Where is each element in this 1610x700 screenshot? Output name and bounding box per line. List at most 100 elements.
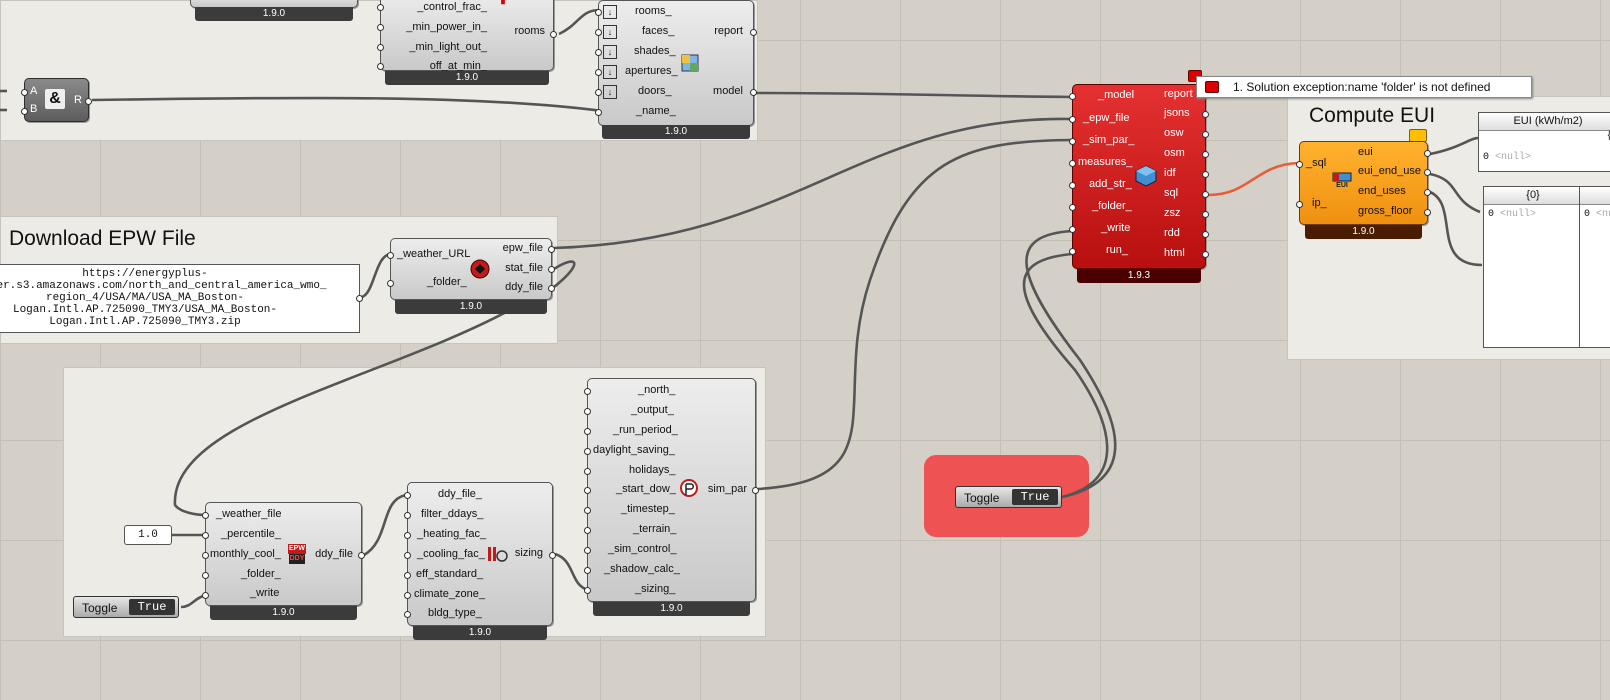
input-label: _percentile_ [221,528,281,540]
input-port[interactable] [377,4,384,11]
input-port[interactable] [1069,182,1076,189]
output-port[interactable] [548,266,555,273]
input-port[interactable] [584,428,591,435]
output-port[interactable] [1424,150,1431,157]
openstudio-icon [1135,165,1157,187]
input-port[interactable] [377,24,384,31]
input-label: rooms_ [635,5,672,17]
ddy-component[interactable]: _weather_file _percentile_ monthly_cool_… [202,502,365,606]
input-port[interactable] [584,448,591,455]
output-port[interactable] [358,552,365,559]
output-port[interactable] [1202,111,1209,118]
input-port[interactable] [21,89,28,96]
input-port[interactable] [584,527,591,534]
input-port[interactable] [584,587,591,594]
input-port[interactable] [1069,93,1076,100]
top-left-version: 1.9.0 [195,7,353,21]
input-label: ddy_file_ [438,488,483,500]
write-toggle[interactable]: Toggle True [73,596,179,618]
input-port[interactable] [584,388,591,395]
toggle-value[interactable]: True [1012,489,1058,505]
output-port[interactable] [1202,231,1209,238]
input-port[interactable] [404,611,411,618]
output-label: ddy_file [505,281,543,293]
output-port[interactable] [1424,189,1431,196]
input-port[interactable] [595,69,602,76]
model-component[interactable]: rooms_ faces_ shades_ apertures_ doors_ … [595,0,757,126]
input-port[interactable] [1069,138,1076,145]
output-port[interactable] [1202,211,1209,218]
input-port[interactable] [595,109,602,116]
input-port[interactable] [404,592,411,599]
input-port[interactable] [202,592,209,599]
output-port[interactable] [548,246,555,253]
run-toggle[interactable]: Toggle True [955,486,1062,508]
input-port[interactable] [202,572,209,579]
input-port[interactable] [1296,201,1303,208]
output-label: html [1164,247,1185,259]
input-port[interactable] [595,29,602,36]
input-port[interactable] [1069,160,1076,167]
compute-eui-component[interactable]: _sql ip_ eui eui_end_use end_uses gross_… [1296,141,1431,225]
input-port[interactable] [584,487,591,494]
eui-end-use-panel[interactable]: {0} 0<null> [1483,186,1583,348]
output-port[interactable] [750,89,757,96]
input-port[interactable] [202,512,209,519]
input-port[interactable] [595,89,602,96]
input-port[interactable] [584,408,591,415]
input-port[interactable] [404,532,411,539]
output-port[interactable] [550,31,557,38]
output-port[interactable] [750,29,757,36]
input-port[interactable] [1296,161,1303,168]
toggle-value[interactable]: True [129,599,175,615]
input-port[interactable] [404,492,411,499]
output-port[interactable] [549,552,556,559]
input-port[interactable] [584,547,591,554]
output-port[interactable] [1424,169,1431,176]
output-port[interactable] [356,295,363,302]
input-port[interactable] [202,552,209,559]
output-port[interactable] [85,98,92,105]
and-gate-component[interactable]: A B R & [21,78,92,122]
percentile-panel[interactable]: 1.0 [124,525,172,545]
input-port[interactable] [1069,226,1076,233]
output-port[interactable] [1202,151,1209,158]
output-port[interactable] [1202,131,1209,138]
output-port[interactable] [548,285,555,292]
input-port[interactable] [404,572,411,579]
output-label: report [714,25,743,37]
weather-url-panel[interactable]: https://energyplus- weather.s3.amazonaws… [0,264,363,333]
input-label: _folder_ [1092,200,1132,212]
input-port[interactable] [202,532,209,539]
output-label: rooms [514,25,545,37]
row-value: <null> [1495,152,1532,163]
output-port[interactable] [1202,191,1209,198]
input-port[interactable] [377,44,384,51]
input-port[interactable] [1069,248,1076,255]
model-to-osm-component[interactable]: _model _epw_file _sim_par_ measures_ add… [1069,84,1209,269]
input-port[interactable] [387,280,394,287]
input-port[interactable] [595,49,602,56]
output-port[interactable] [752,487,759,494]
sim-par-component[interactable]: _north_ _output_ _run_period_ daylight_s… [584,378,759,602]
lighting-component[interactable]: _control_frac_ _min_power_in_ _min_light… [377,0,557,72]
input-port[interactable] [21,108,28,115]
eui-output-panel[interactable]: EUI (kWh/m2) { 0<null> [1478,112,1610,172]
input-port[interactable] [387,252,394,259]
input-port[interactable] [1069,204,1076,211]
input-port[interactable] [1069,116,1076,123]
input-port[interactable] [377,63,384,70]
output-port[interactable] [1202,171,1209,178]
download-weather-component[interactable]: _weather_URL _folder_ epw_file stat_file… [387,238,555,300]
output-port[interactable] [1424,209,1431,216]
end-uses-panel[interactable]: 0<nu [1579,186,1610,348]
wire-model [749,91,1073,99]
input-port[interactable] [404,512,411,519]
output-port[interactable] [1202,251,1209,258]
sizing-component[interactable]: ddy_file_ filter_ddays_ _heating_fac_ _c… [404,482,556,626]
input-port[interactable] [584,567,591,574]
input-port[interactable] [404,552,411,559]
input-port[interactable] [595,9,602,16]
input-port[interactable] [584,468,591,475]
input-port[interactable] [584,507,591,514]
